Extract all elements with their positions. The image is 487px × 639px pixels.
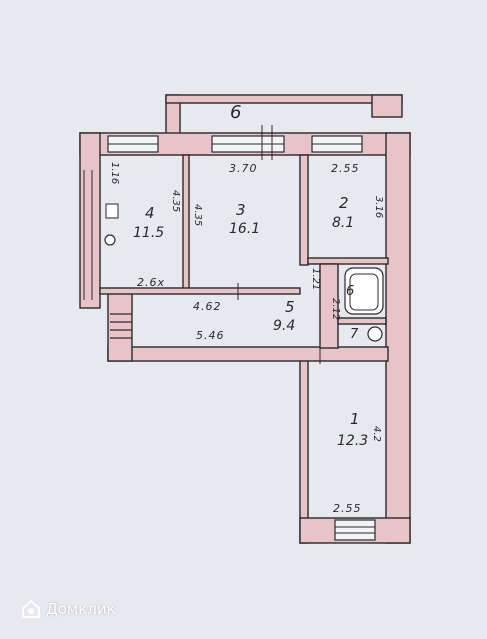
balcony-right-wall: [371, 94, 403, 118]
balcony-label: 6: [230, 102, 242, 123]
dim-room1-width: 2.55: [333, 502, 362, 515]
dim-bath-a: 1.21: [310, 268, 321, 291]
toilet: [367, 326, 383, 342]
room-3-area: 16.1: [229, 221, 261, 237]
watermark: Домклик: [22, 600, 116, 618]
kitchen-sink-icon: [104, 234, 116, 246]
dim-room4-depth: 4.35: [170, 190, 181, 213]
room-5-area: 9.4: [273, 318, 296, 334]
dim-bath-b: 2.12: [330, 298, 341, 321]
balcony-top-wall: [165, 94, 403, 104]
dim-room3-depth: 4.35: [192, 204, 203, 227]
room-3-number: 3: [236, 201, 246, 219]
watermark-text: Домклик: [46, 600, 116, 618]
wall-rooms-corridor: [99, 287, 301, 295]
room-4-number: 4: [145, 204, 155, 222]
dim-room3-width: 3.70: [229, 162, 258, 175]
bathtub: [344, 267, 384, 315]
dim-corridor-a: 2.6x: [137, 276, 166, 289]
room-4-area: 11.5: [133, 225, 165, 241]
entry-stairs: [110, 313, 132, 339]
room-2-area: 8.1: [332, 215, 355, 231]
dim-corridor-c: 5.46: [196, 329, 225, 342]
stove-icon: [105, 203, 119, 219]
dim-room2-width: 2.55: [331, 162, 360, 175]
window-room1: [334, 519, 376, 541]
domclick-logo-icon: [22, 600, 40, 618]
dim-room2-depth: 3.16: [373, 196, 384, 219]
room-1-area: 12.3: [337, 433, 369, 449]
wall-room4-room3: [182, 154, 190, 293]
room-7-number: 7: [350, 327, 359, 342]
dim-room1-depth: 4.2: [371, 426, 382, 442]
wall-room2-bath: [307, 257, 389, 265]
room-2-number: 2: [339, 194, 349, 212]
room-6-number: 6: [346, 284, 355, 299]
left-wall: [79, 132, 101, 309]
corridor-left-wall: [107, 291, 133, 362]
room-1-number: 1: [350, 410, 360, 428]
corridor-bottom-wall: [107, 346, 389, 362]
wall-bath-toilet: [337, 317, 387, 325]
wall-room3-room2: [299, 154, 309, 266]
dim-corridor-b: 4.62: [193, 300, 222, 313]
dim-room4-height: 1.16: [109, 162, 120, 185]
room1-left-wall: [299, 359, 309, 544]
room-5-number: 5: [285, 298, 295, 316]
wall-bath-left: [319, 263, 339, 349]
right-wall: [385, 132, 411, 544]
